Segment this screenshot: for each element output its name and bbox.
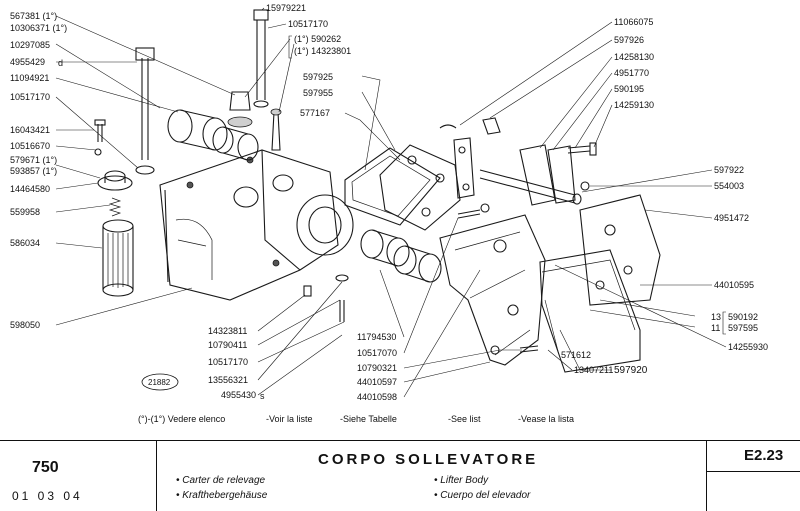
see-list-en: -See list [448, 414, 481, 424]
part-label: 597920 [614, 365, 648, 376]
part-label: 567381 (1°) [10, 11, 57, 21]
bracket-prefix: 13 [711, 312, 721, 322]
bracket-prefix: 11 [711, 323, 720, 333]
part-label: 14255930 [728, 342, 768, 352]
figure-ref-label: 21882 [148, 378, 171, 387]
part-label: 14464580 [10, 184, 50, 194]
marker-s: s [260, 391, 265, 401]
part-label: 4955430 [221, 390, 256, 400]
exploded-parts-diagram: 567381 (1°) 10306371 (1°) 10297085 49554… [10, 3, 768, 402]
part-label: 16043421 [10, 125, 50, 135]
part-label: 11094921 [10, 73, 49, 83]
part-label: 11066075 [614, 17, 653, 27]
part-label: 15979221 [266, 3, 306, 13]
title-block: 750 01 03 04 CORPO SOLLEVATORE • Carter … [0, 440, 800, 511]
part-label: 597922 [714, 165, 744, 175]
part-labels-right: 11066075 597926 14258130 4951770 590195 … [614, 17, 768, 352]
figure-reference: 21882 [141, 373, 179, 391]
subtitle-de: • Krafthebergehäuse [176, 490, 268, 501]
part-label: 4955429 [10, 57, 45, 67]
part-label: (1°) 14323801 [294, 46, 351, 56]
part-label: 593857 (1°) [10, 166, 57, 176]
part-labels-left: 567381 (1°) 10306371 (1°) 10297085 49554… [10, 11, 67, 330]
part-label: 554003 [714, 181, 744, 191]
part-label: 4951472 [714, 213, 749, 223]
part-label: 579671 (1°) [10, 155, 57, 165]
leader-lines [55, 7, 727, 398]
part-label: 597925 [303, 72, 333, 82]
subtitle-es: • Cuerpo del elevador [434, 490, 531, 501]
see-list-es: -Vease la lista [518, 414, 575, 424]
page-title: CORPO SOLLEVATORE [318, 451, 539, 468]
part-label: 10517170 [10, 92, 50, 102]
part-label: 10790321 [357, 363, 397, 373]
part-label: 44010598 [357, 392, 397, 402]
part-label: 10517170 [288, 19, 328, 29]
part-label: 597595 [728, 323, 758, 333]
see-list-it: (°)-(1°) Vedere elenco [138, 414, 226, 424]
part-label: 11794530 [357, 332, 396, 342]
part-label: 577167 [300, 108, 330, 118]
issue-date: 01 03 04 [12, 489, 83, 503]
part-label: (1°) 590262 [294, 34, 341, 44]
see-list-de: -Siehe Tabelle [340, 414, 397, 424]
part-label: 590192 [728, 312, 758, 322]
part-labels-top: 15979221 10517170 (1°) 590262 (1°) 14323… [266, 3, 351, 118]
part-label: 559958 [10, 207, 40, 217]
see-list-legend: (°)-(1°) Vedere elenco -Voir la liste -S… [0, 414, 800, 430]
part-label: 14323811 [208, 326, 247, 336]
part-label: 44010595 [714, 280, 754, 290]
part-label: 571612 [561, 350, 591, 360]
part-label: 10297085 [10, 40, 50, 50]
subtitle-en: • Lifter Body [434, 475, 489, 486]
parts-illustration [94, 9, 661, 373]
part-label: 597955 [303, 88, 333, 98]
part-label: 10516670 [10, 141, 50, 151]
part-label: 10790411 [208, 340, 247, 350]
part-label: 44010597 [357, 377, 397, 387]
part-label: 13407211 [574, 365, 613, 375]
part-label: 14258130 [614, 52, 654, 62]
part-label: 4951770 [614, 68, 649, 78]
part-label: 590195 [614, 84, 644, 94]
part-labels-bottom: 14323811 10790411 10517170 13556321 4955… [208, 326, 648, 402]
model-number: 750 [32, 459, 59, 476]
part-label: 10306371 (1°) [10, 23, 67, 33]
part-label: 586034 [10, 238, 40, 248]
part-label: 10517070 [357, 348, 397, 358]
subtitle-fr: • Carter de relevage [176, 475, 266, 486]
part-label: 10517170 [208, 357, 248, 367]
page-code: E2.23 [744, 447, 784, 464]
part-label: 598050 [10, 320, 40, 330]
see-list-fr: -Voir la liste [266, 414, 313, 424]
part-label: 14259130 [614, 100, 654, 110]
marker-d: d [58, 58, 63, 68]
part-label: 597926 [614, 35, 644, 45]
part-label: 13556321 [208, 375, 248, 385]
